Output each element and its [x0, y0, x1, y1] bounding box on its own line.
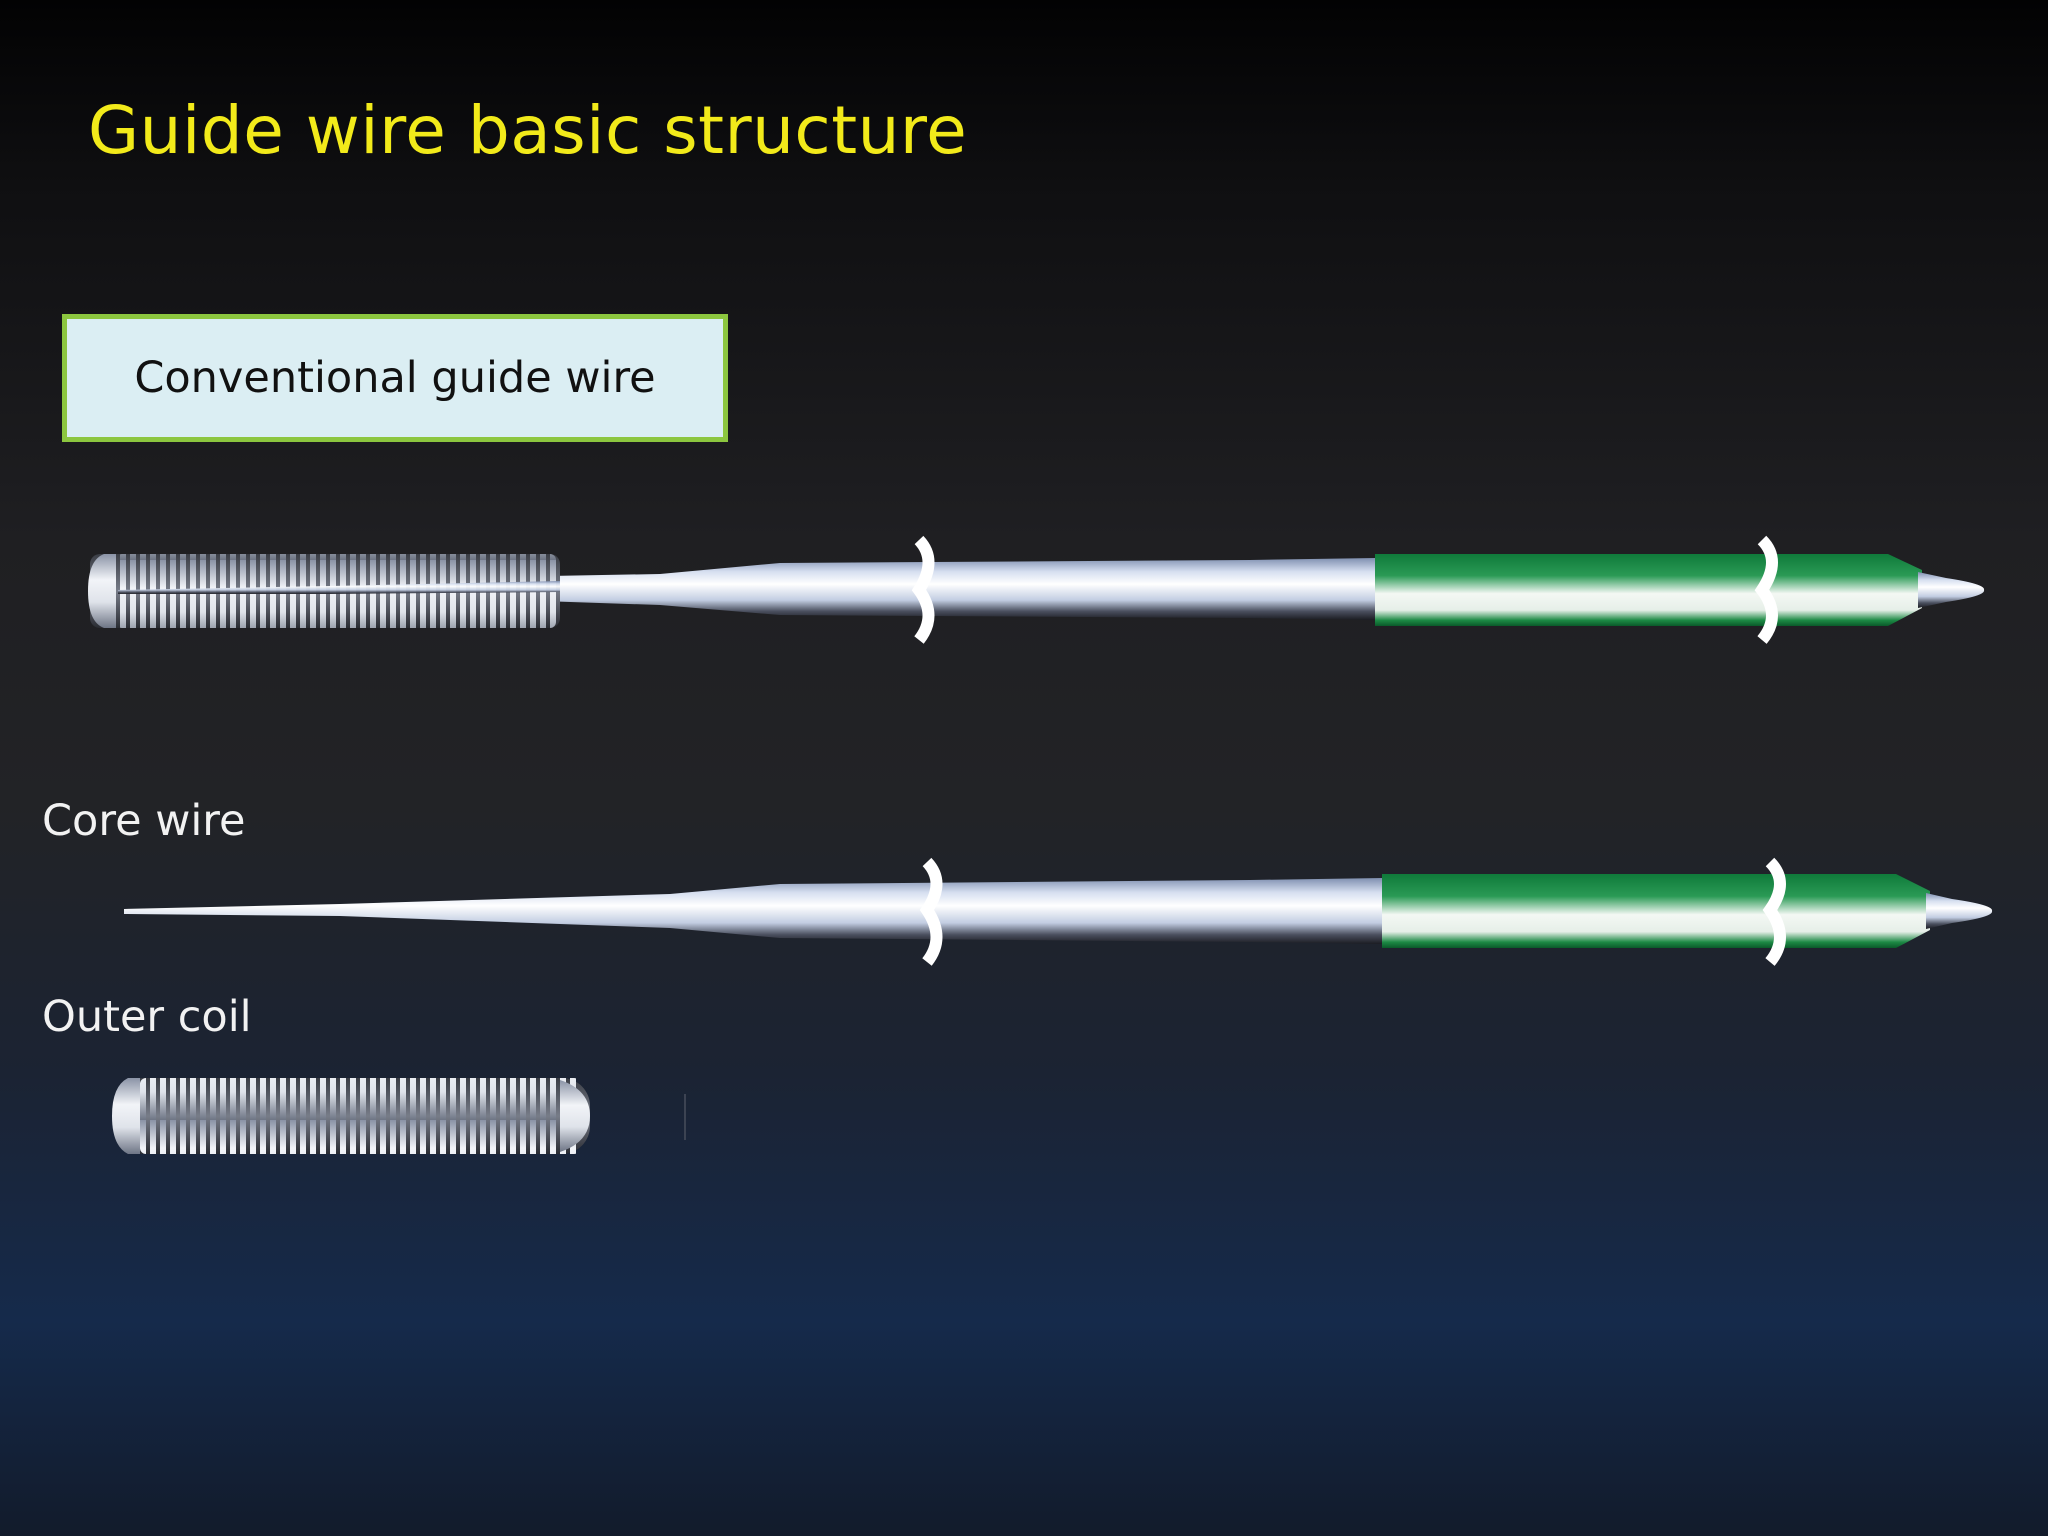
core-wire-proximal-tip [1926, 893, 1993, 929]
outer-coil-proximal-end [560, 1080, 590, 1152]
outer-coil-distal-tip [112, 1078, 140, 1154]
conventional-distal-tip [88, 554, 116, 628]
outer-coil-turns [140, 1078, 580, 1154]
break-mark [1754, 535, 1778, 644]
conventional-guide-wire-box: Conventional guide wire [62, 314, 728, 442]
break-mark [911, 535, 935, 644]
outer-coil-label: Outer coil [42, 992, 252, 1042]
conventional-guide-wire-label: Conventional guide wire [134, 353, 656, 403]
outer-coil [112, 1078, 686, 1154]
core-wire [124, 857, 1993, 966]
core-wire-label: Core wire [42, 796, 246, 846]
break-mark [919, 857, 943, 966]
slide-title: Guide wire basic structure [88, 92, 968, 169]
conventional-core-inside-coil [118, 581, 560, 594]
conventional-green-coating [1375, 554, 1922, 626]
core-wire-body [124, 878, 1382, 944]
conventional-core-body [100, 558, 1375, 620]
conventional-proximal-tip [1918, 572, 1985, 608]
core-wire-green-coating [1382, 874, 1930, 948]
break-mark [1762, 857, 1786, 966]
conventional-guide-wire [88, 535, 1985, 644]
